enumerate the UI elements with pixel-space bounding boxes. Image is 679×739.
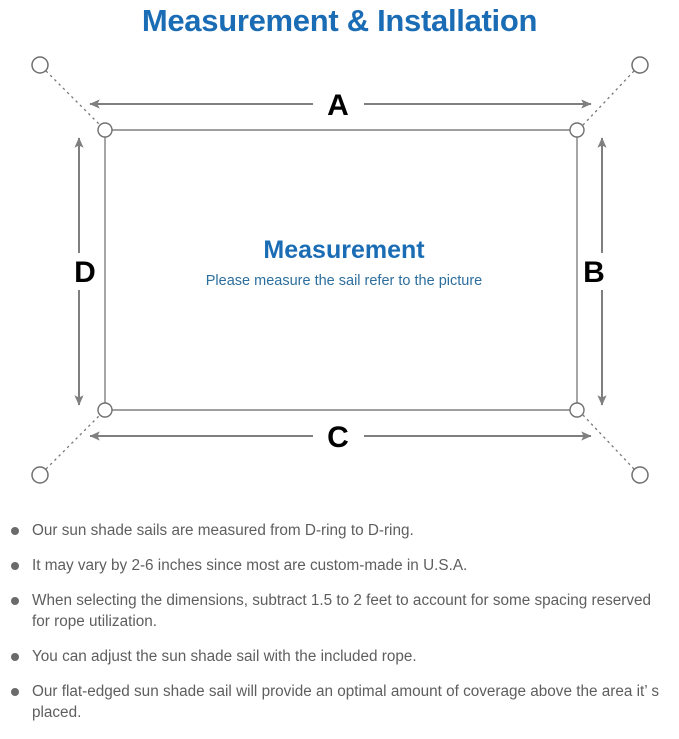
rope-line-top-right bbox=[582, 70, 635, 126]
rope-lines bbox=[45, 70, 635, 470]
anchor-circles bbox=[31, 56, 649, 484]
d-ring-bottom-right-icon bbox=[569, 402, 585, 418]
note-text: You can adjust the sun shade sail with t… bbox=[32, 648, 417, 665]
rope-line-bottom-right bbox=[582, 414, 635, 470]
list-item: When selecting the dimensions, subtract … bbox=[0, 590, 679, 632]
bullet-icon bbox=[11, 527, 19, 535]
notes-list: Our sun shade sails are measured from D-… bbox=[0, 520, 679, 723]
bullet-icon bbox=[11, 688, 19, 696]
top-left-anchor-icon bbox=[31, 56, 49, 74]
list-item: Our sun shade sails are measured from D-… bbox=[0, 520, 679, 541]
d-ring-top-left-icon bbox=[97, 122, 113, 138]
rope-line-bottom-left bbox=[45, 414, 101, 470]
bullet-icon bbox=[11, 597, 19, 605]
dimension-arrow-c: C bbox=[89, 421, 592, 454]
dimension-label-b: B bbox=[583, 256, 605, 289]
sail-rectangle bbox=[104, 129, 578, 411]
list-item: You can adjust the sun shade sail with t… bbox=[0, 646, 679, 667]
note-text: Our flat-edged sun shade sail will provi… bbox=[32, 683, 659, 721]
d-rings bbox=[97, 122, 585, 418]
note-text: When selecting the dimensions, subtract … bbox=[32, 592, 652, 630]
measurement-diagram: A C D B Measurement Please measure the s… bbox=[0, 40, 679, 510]
dimension-arrow-b: B bbox=[583, 137, 607, 406]
d-ring-top-right-icon bbox=[569, 122, 585, 138]
dimension-label-c: C bbox=[327, 421, 349, 454]
dimension-label-a: A bbox=[327, 89, 349, 122]
bullet-icon bbox=[11, 653, 19, 661]
bottom-right-anchor-icon bbox=[631, 466, 649, 484]
d-ring-bottom-left-icon bbox=[97, 402, 113, 418]
list-item: Our flat-edged sun shade sail will provi… bbox=[0, 681, 679, 723]
bottom-left-anchor-icon bbox=[31, 466, 49, 484]
dimension-arrow-d: D bbox=[74, 137, 96, 406]
bullet-icon bbox=[11, 562, 19, 570]
dimension-label-d: D bbox=[74, 256, 96, 289]
note-text: It may vary by 2-6 inches since most are… bbox=[32, 557, 468, 574]
note-text: Our sun shade sails are measured from D-… bbox=[32, 522, 414, 539]
list-item: It may vary by 2-6 inches since most are… bbox=[0, 555, 679, 576]
diagram-center-heading: Measurement bbox=[263, 236, 425, 264]
dimension-arrow-a: A bbox=[89, 89, 592, 122]
rope-line-top-left bbox=[45, 70, 101, 126]
diagram-center-subtext: Please measure the sail refer to the pic… bbox=[206, 273, 482, 289]
page-title: Measurement & Installation bbox=[141, 3, 538, 38]
diagram-canvas: A C D B Measurement Please measure the s… bbox=[31, 56, 649, 484]
top-right-anchor-icon bbox=[631, 56, 649, 74]
